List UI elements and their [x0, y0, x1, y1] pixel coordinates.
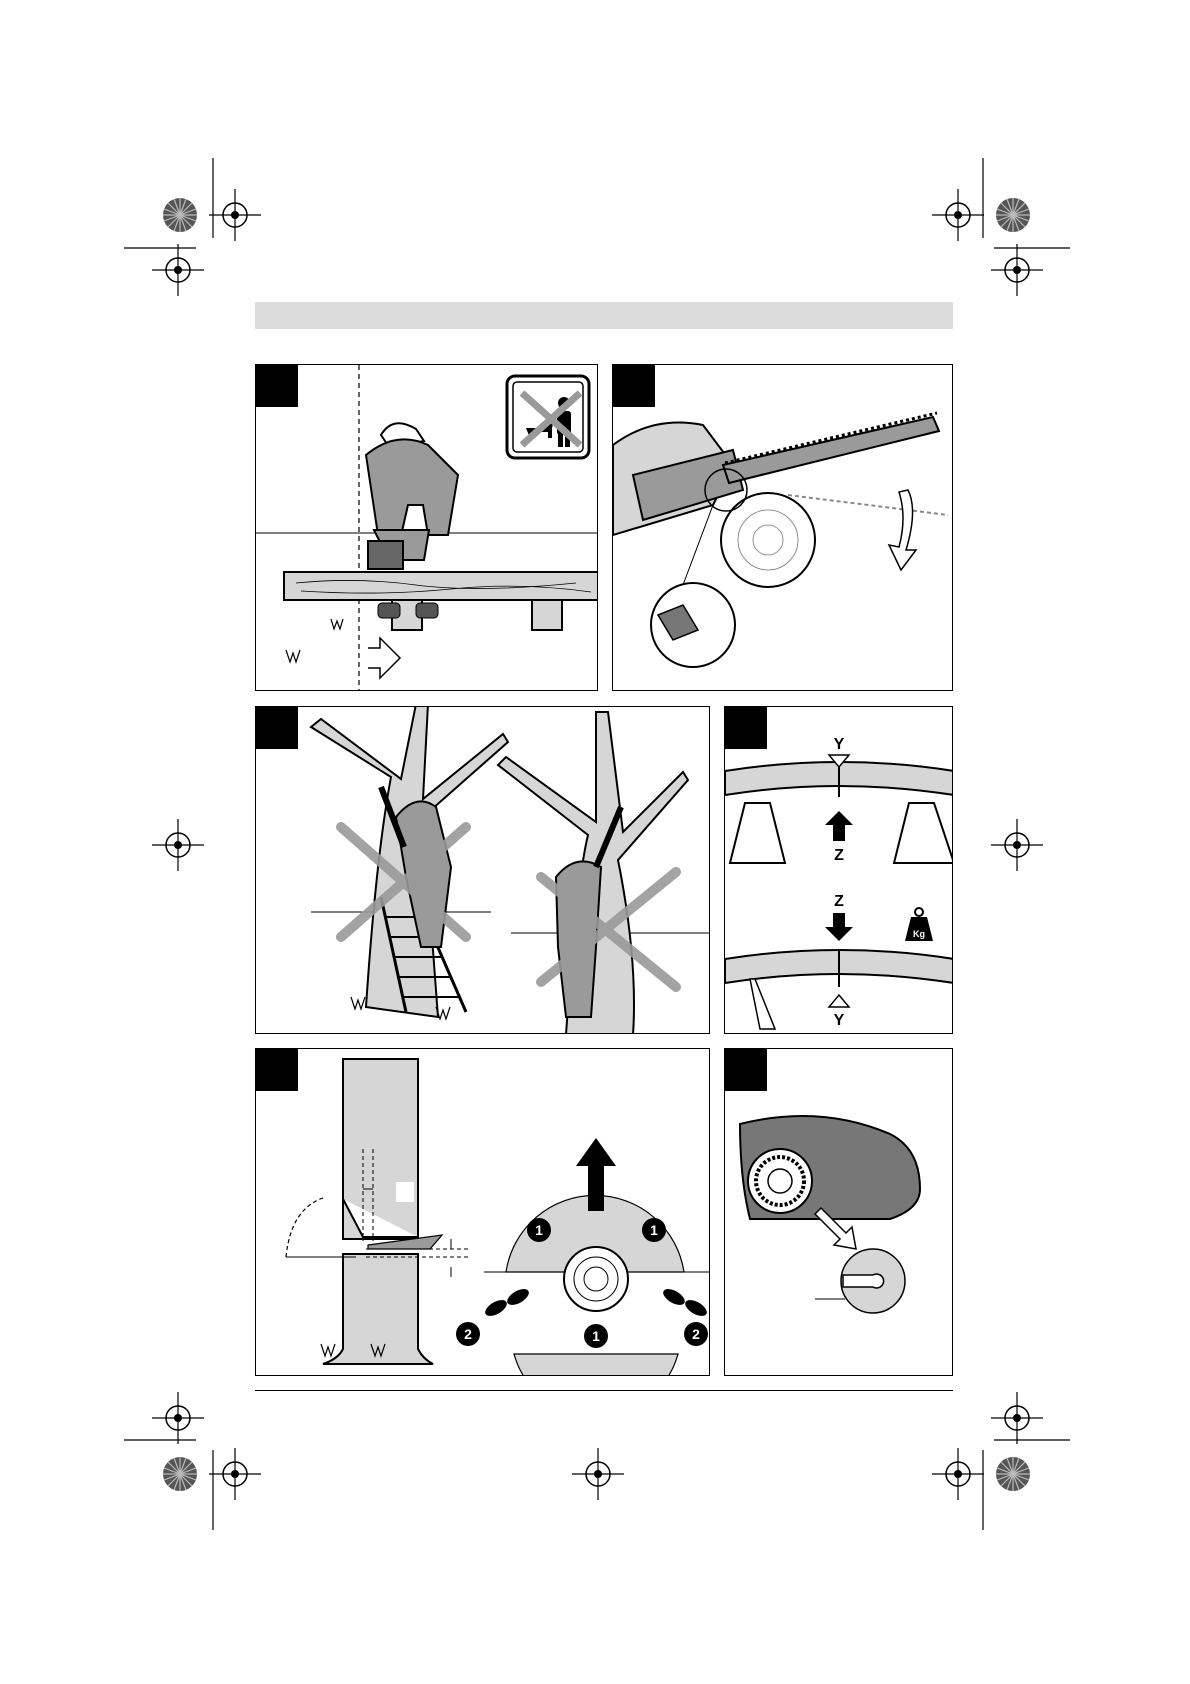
zone-1-label: 1 [592, 1328, 600, 1344]
figure-panel-1 [255, 364, 598, 691]
zone-1-label: 1 [650, 1222, 658, 1238]
illustration-sprocket-cover [725, 1049, 953, 1376]
illustration-tree-trimming [256, 707, 710, 1034]
footer-rule [255, 1390, 953, 1391]
label-y-top: Y [834, 736, 845, 753]
zone-2-label: 2 [464, 1326, 472, 1342]
zone-1-label: 1 [535, 1222, 543, 1238]
figure-panel-4: Y Z Z Y Kg [724, 706, 953, 1034]
figure-panel-3 [255, 706, 710, 1034]
illustration-felling-cut: 1 1 1 2 2 [256, 1049, 710, 1376]
weight-label: Kg [913, 929, 925, 939]
figure-panel-2 [612, 364, 953, 691]
figure-panel-5: 1 1 1 2 2 [255, 1048, 710, 1376]
label-y-bottom: Y [834, 1012, 845, 1029]
figure-panel-6 [724, 1048, 953, 1376]
no-bystanders-icon [504, 373, 592, 461]
label-z-top: Z [834, 847, 844, 864]
header-band [255, 302, 953, 329]
label-z-bottom: Z [834, 893, 844, 910]
illustration-log-tension: Y Z Z Y Kg [725, 707, 953, 1034]
zone-2-label: 2 [692, 1326, 700, 1342]
illustration-chainsaw-bar [613, 365, 953, 691]
